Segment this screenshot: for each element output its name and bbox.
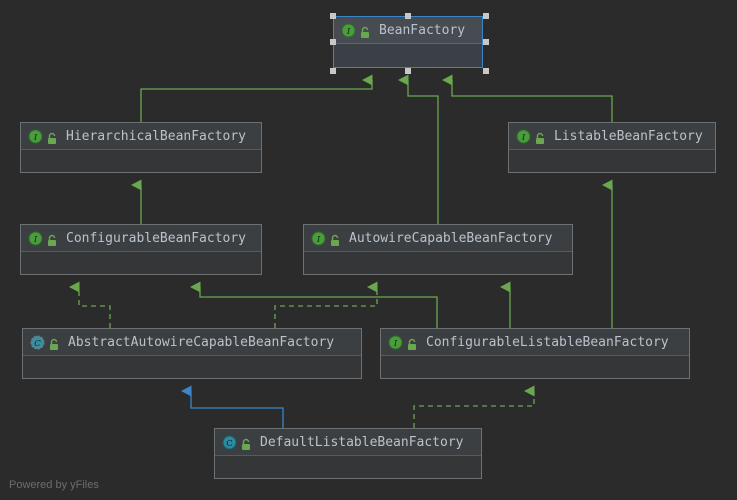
uml-node-configurablebeanfactory[interactable]: I ConfigurableBeanFactory	[20, 224, 262, 275]
node-title: HierarchicalBeanFactory	[66, 128, 247, 144]
interface-icon: I	[388, 335, 403, 350]
node-members-compartment	[215, 456, 481, 478]
node-header: I ListableBeanFactory	[509, 123, 715, 150]
svg-text:I: I	[316, 235, 321, 245]
edge-listable-to-beanfactory[interactable]	[442, 74, 613, 122]
svg-text:I: I	[393, 339, 398, 349]
node-title: BeanFactory	[379, 22, 466, 38]
lock-icon	[534, 130, 546, 144]
node-header: I AutowireCapableBeanFactory	[304, 225, 572, 252]
lock-icon	[359, 24, 371, 38]
node-header: I ConfigurableListableBeanFactory	[381, 329, 689, 356]
class-icon: C	[222, 435, 237, 450]
uml-node-autowirecapablebeanfactory[interactable]: I AutowireCapableBeanFactory	[303, 224, 573, 275]
selection-handle-nw[interactable]	[330, 13, 336, 19]
uml-node-abstractautowirecapablebeanfactory[interactable]: C AbstractAutowireCapableBeanFactory	[22, 328, 362, 379]
lock-icon	[48, 336, 60, 350]
interface-icon: I	[28, 231, 43, 246]
node-header: I BeanFactory	[334, 17, 482, 44]
lock-icon	[406, 336, 418, 350]
lock-icon	[46, 130, 58, 144]
edge-abstractautowire-to-configurable[interactable]	[69, 281, 111, 328]
svg-text:I: I	[346, 27, 351, 37]
selection-handle-sw[interactable]	[330, 68, 336, 74]
node-header: I HierarchicalBeanFactory	[21, 123, 261, 150]
selection-handle-ne[interactable]	[483, 13, 489, 19]
node-members-compartment	[21, 150, 261, 172]
node-members-compartment	[509, 150, 715, 172]
yfiles-watermark: Powered by yFiles	[9, 479, 99, 491]
svg-text:I: I	[33, 133, 38, 143]
uml-node-beanfactory[interactable]: I BeanFactory	[333, 16, 483, 68]
lock-icon	[240, 436, 252, 450]
node-header: C DefaultListableBeanFactory	[215, 429, 481, 456]
selection-handle-s[interactable]	[405, 68, 411, 74]
uml-node-defaultlistablebeanfactory[interactable]: C DefaultListableBeanFactory	[214, 428, 482, 479]
edge-defaultlistable-to-configurablelistable[interactable]	[413, 385, 535, 428]
interface-icon: I	[341, 23, 356, 38]
svg-text:C: C	[226, 439, 233, 449]
node-header: I ConfigurableBeanFactory	[21, 225, 261, 252]
node-members-compartment	[21, 252, 261, 274]
interface-icon: I	[516, 129, 531, 144]
lock-icon	[46, 232, 58, 246]
edge-autowirecapable-to-beanfactory[interactable]	[398, 74, 439, 224]
node-members-compartment	[381, 356, 689, 378]
node-title: ConfigurableListableBeanFactory	[426, 334, 669, 350]
svg-text:I: I	[33, 235, 38, 245]
node-title: DefaultListableBeanFactory	[260, 434, 464, 450]
node-members-compartment	[334, 44, 482, 66]
edge-configurablelistable-to-configurable[interactable]	[190, 281, 438, 328]
interface-icon: I	[28, 129, 43, 144]
node-title: ConfigurableBeanFactory	[66, 230, 247, 246]
lock-icon	[329, 232, 341, 246]
selection-handle-n[interactable]	[405, 13, 411, 19]
node-title: AutowireCapableBeanFactory	[349, 230, 553, 246]
interface-icon: I	[311, 231, 326, 246]
node-members-compartment	[23, 356, 361, 378]
node-title: ListableBeanFactory	[554, 128, 703, 144]
uml-node-hierarchicalbeanfactory[interactable]: I HierarchicalBeanFactory	[20, 122, 262, 173]
edge-hierarchical-to-beanfactory[interactable]	[140, 74, 373, 122]
selection-handle-se[interactable]	[483, 68, 489, 74]
svg-text:I: I	[521, 133, 526, 143]
edge-defaultlistable-to-abstractautowire[interactable]	[181, 385, 284, 428]
svg-text:C: C	[34, 339, 41, 349]
node-title: AbstractAutowireCapableBeanFactory	[68, 334, 335, 350]
uml-node-configurablelistablebeanfactory[interactable]: I ConfigurableListableBeanFactory	[380, 328, 690, 379]
selection-handle-w[interactable]	[330, 39, 336, 45]
node-header: C AbstractAutowireCapableBeanFactory	[23, 329, 361, 356]
edge-abstractautowire-to-autowirecapable[interactable]	[274, 281, 378, 328]
uml-node-listablebeanfactory[interactable]: I ListableBeanFactory	[508, 122, 716, 173]
abstract-class-icon: C	[30, 335, 45, 350]
node-members-compartment	[304, 252, 572, 274]
selection-handle-e[interactable]	[483, 39, 489, 45]
